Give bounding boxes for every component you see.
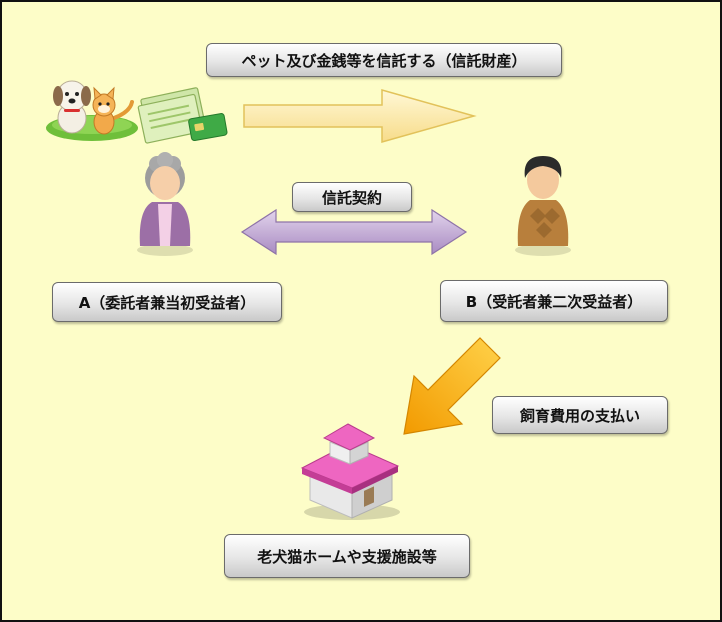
- transfer-arrow: [243, 89, 477, 143]
- banknotes-and-card-icon: [137, 87, 228, 144]
- party-b-label: B（受託者兼二次受益者）: [440, 280, 668, 322]
- elderly-woman-icon: [137, 152, 193, 256]
- payment-label: 飼育費用の支払い: [492, 396, 668, 434]
- man-in-sweater-icon: [515, 156, 571, 256]
- trust-contract-label: 信託契約: [292, 182, 412, 212]
- party-a-label: A（委託者兼当初受益者）: [52, 282, 282, 322]
- facility-label: 老犬猫ホームや支援施設等: [224, 534, 470, 578]
- house-icon: [300, 423, 400, 520]
- trust-assets-label: ペット及び金銭等を信託する（信託財産）: [206, 43, 562, 77]
- dog-and-cat-icon: [46, 80, 138, 141]
- payment-arrow: [403, 337, 501, 435]
- contract-double-arrow: [240, 208, 468, 256]
